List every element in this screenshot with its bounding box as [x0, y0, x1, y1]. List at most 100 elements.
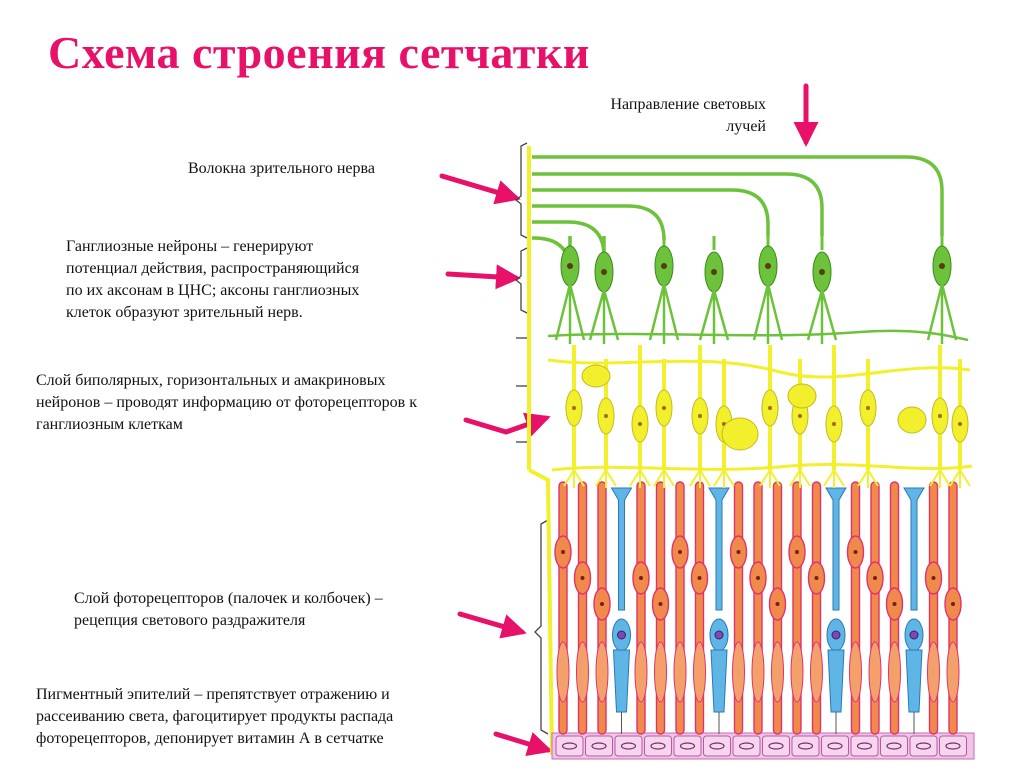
cone-outer-segment	[710, 649, 728, 713]
retina-left-lower-edge	[528, 468, 554, 756]
horizontal-process	[547, 358, 971, 379]
rod-outer-segment	[556, 641, 570, 703]
rod-nucleus	[931, 576, 936, 580]
bipolar-nucleus	[572, 406, 576, 410]
ganglion-nucleus	[711, 269, 717, 275]
label-photoreceptor-layer: Слой фоторецепторов (палочек и колбочек)…	[74, 588, 383, 632]
epithelium-cell	[791, 735, 820, 757]
photoreceptor-cells	[554, 481, 962, 735]
optic-nerve-fiber	[532, 172, 824, 236]
epithelium-cell	[673, 735, 702, 757]
bipolar-dendrites	[929, 469, 951, 488]
horizontal-cell	[581, 364, 611, 388]
cone-synapse	[903, 487, 925, 611]
bipolar-dendrites	[759, 469, 781, 488]
retina-outline	[527, 146, 554, 756]
label-photoreceptor-line-1: Слой фоторецепторов (палочек и колбочек)…	[74, 590, 383, 607]
label-ganglion-neurons: Ганглиозные нейроны – генерируют потенци…	[66, 236, 359, 324]
label-ganglion-line-2: потенциал действия, распространяющийся	[66, 260, 360, 277]
label-epithelium-line-2: рассеиванию света, фагоцитирует продукты…	[36, 708, 394, 725]
bipolar-dendrites	[949, 469, 971, 488]
rod-outer-segment	[654, 641, 667, 703]
epithelium-cell	[939, 735, 967, 757]
epithelium-cell	[732, 735, 761, 757]
rod-nucleus	[873, 576, 877, 580]
rod-nucleus	[814, 576, 819, 580]
cone-synapse	[825, 487, 847, 611]
label-fibers-line-1: Волокна зрительного нерва	[188, 160, 375, 177]
bracket-photoreceptors	[534, 519, 549, 735]
rod-outer-segment	[849, 641, 862, 703]
epithelium-nucleus	[620, 742, 637, 750]
label-light-line-2: лучей	[726, 118, 766, 135]
rod-nucleus	[775, 602, 780, 606]
epithelium-nucleus	[738, 742, 755, 750]
label-light-direction: Направление световых лучей	[540, 94, 766, 138]
optic-nerve-fibers	[532, 155, 944, 273]
bipolar-nucleus	[604, 414, 608, 418]
bipolar-nucleus	[638, 422, 642, 426]
ganglion-nucleus	[601, 269, 607, 275]
rod-nucleus	[697, 576, 702, 580]
bipolar-dendrites	[595, 469, 617, 488]
label-epithelium-line-3: фоторецепторов, депонирует витамин А в с…	[36, 730, 384, 747]
bipolar-nucleus	[662, 406, 666, 410]
rod-nucleus	[580, 576, 585, 580]
arrow-photoreceptors	[457, 611, 527, 639]
label-photoreceptor-line-2: рецепция светового раздражителя	[74, 612, 306, 629]
amacrine-cell	[897, 406, 927, 434]
ganglion-dendrites	[806, 289, 838, 344]
rod-outer-segment	[868, 641, 882, 703]
epithelium-nucleus	[827, 742, 843, 750]
rod-outer-segment	[927, 641, 940, 703]
rod-outer-segment	[576, 641, 589, 703]
bipolar-dendrites	[689, 469, 711, 488]
label-bipolar-line-1: Слой биполярных, горизонтальных и амакри…	[36, 372, 386, 389]
cone-nucleus	[714, 630, 724, 640]
layer-brackets	[514, 142, 549, 735]
epithelium-nucleus	[768, 742, 784, 750]
bipolar-layer-cells	[547, 345, 973, 488]
epithelium-cells	[555, 735, 967, 757]
epithelium-cell	[909, 735, 938, 757]
rod-nucleus	[853, 550, 858, 554]
cone-synapse	[610, 487, 633, 611]
bipolar-dendrites	[823, 469, 845, 488]
arrow-epithelium	[493, 731, 553, 757]
bipolar-nucleus	[798, 414, 802, 418]
cone-nucleus	[909, 630, 919, 640]
epithelium-nucleus	[797, 742, 814, 750]
rod-nucleus	[736, 550, 741, 554]
epithelium-nucleus	[591, 742, 607, 750]
cone-nucleus	[831, 630, 841, 640]
rod-nucleus	[639, 576, 643, 580]
epithelium-cell	[644, 735, 672, 757]
pointer-arrows	[439, 83, 819, 757]
rod-outer-segment	[751, 641, 765, 703]
epithelium-cell	[762, 735, 790, 757]
epithelium-nucleus	[915, 742, 932, 750]
ganglion-nucleus	[819, 269, 825, 275]
bracket-fibers	[514, 142, 528, 239]
page-title: Схема строения сетчатки	[48, 27, 590, 78]
label-pigment-epithelium: Пигментный эпителий – препятствует отраж…	[36, 684, 393, 750]
rod-outer-segment	[946, 641, 960, 703]
rod-nucleus	[795, 550, 799, 554]
arrow-ganglion	[445, 264, 521, 290]
ganglion-dendritic-plexus	[547, 329, 969, 342]
rod-nucleus	[678, 550, 682, 554]
ganglion-nucleus	[765, 263, 771, 269]
ganglion-nucleus	[661, 263, 667, 269]
rod-nucleus	[756, 576, 760, 580]
label-optic-nerve-fibers: Волокна зрительного нерва	[188, 158, 375, 180]
epithelium-nucleus	[945, 742, 961, 750]
rod-outer-segment	[595, 641, 609, 703]
bipolar-dendrites	[713, 469, 735, 488]
ganglion-nucleus	[567, 263, 573, 269]
rod-outer-segment	[673, 641, 687, 703]
rod-outer-segment	[693, 641, 706, 703]
bipolar-nucleus	[698, 414, 702, 418]
bipolar-dendrites	[857, 469, 879, 488]
bipolar-dendrites	[629, 469, 651, 488]
